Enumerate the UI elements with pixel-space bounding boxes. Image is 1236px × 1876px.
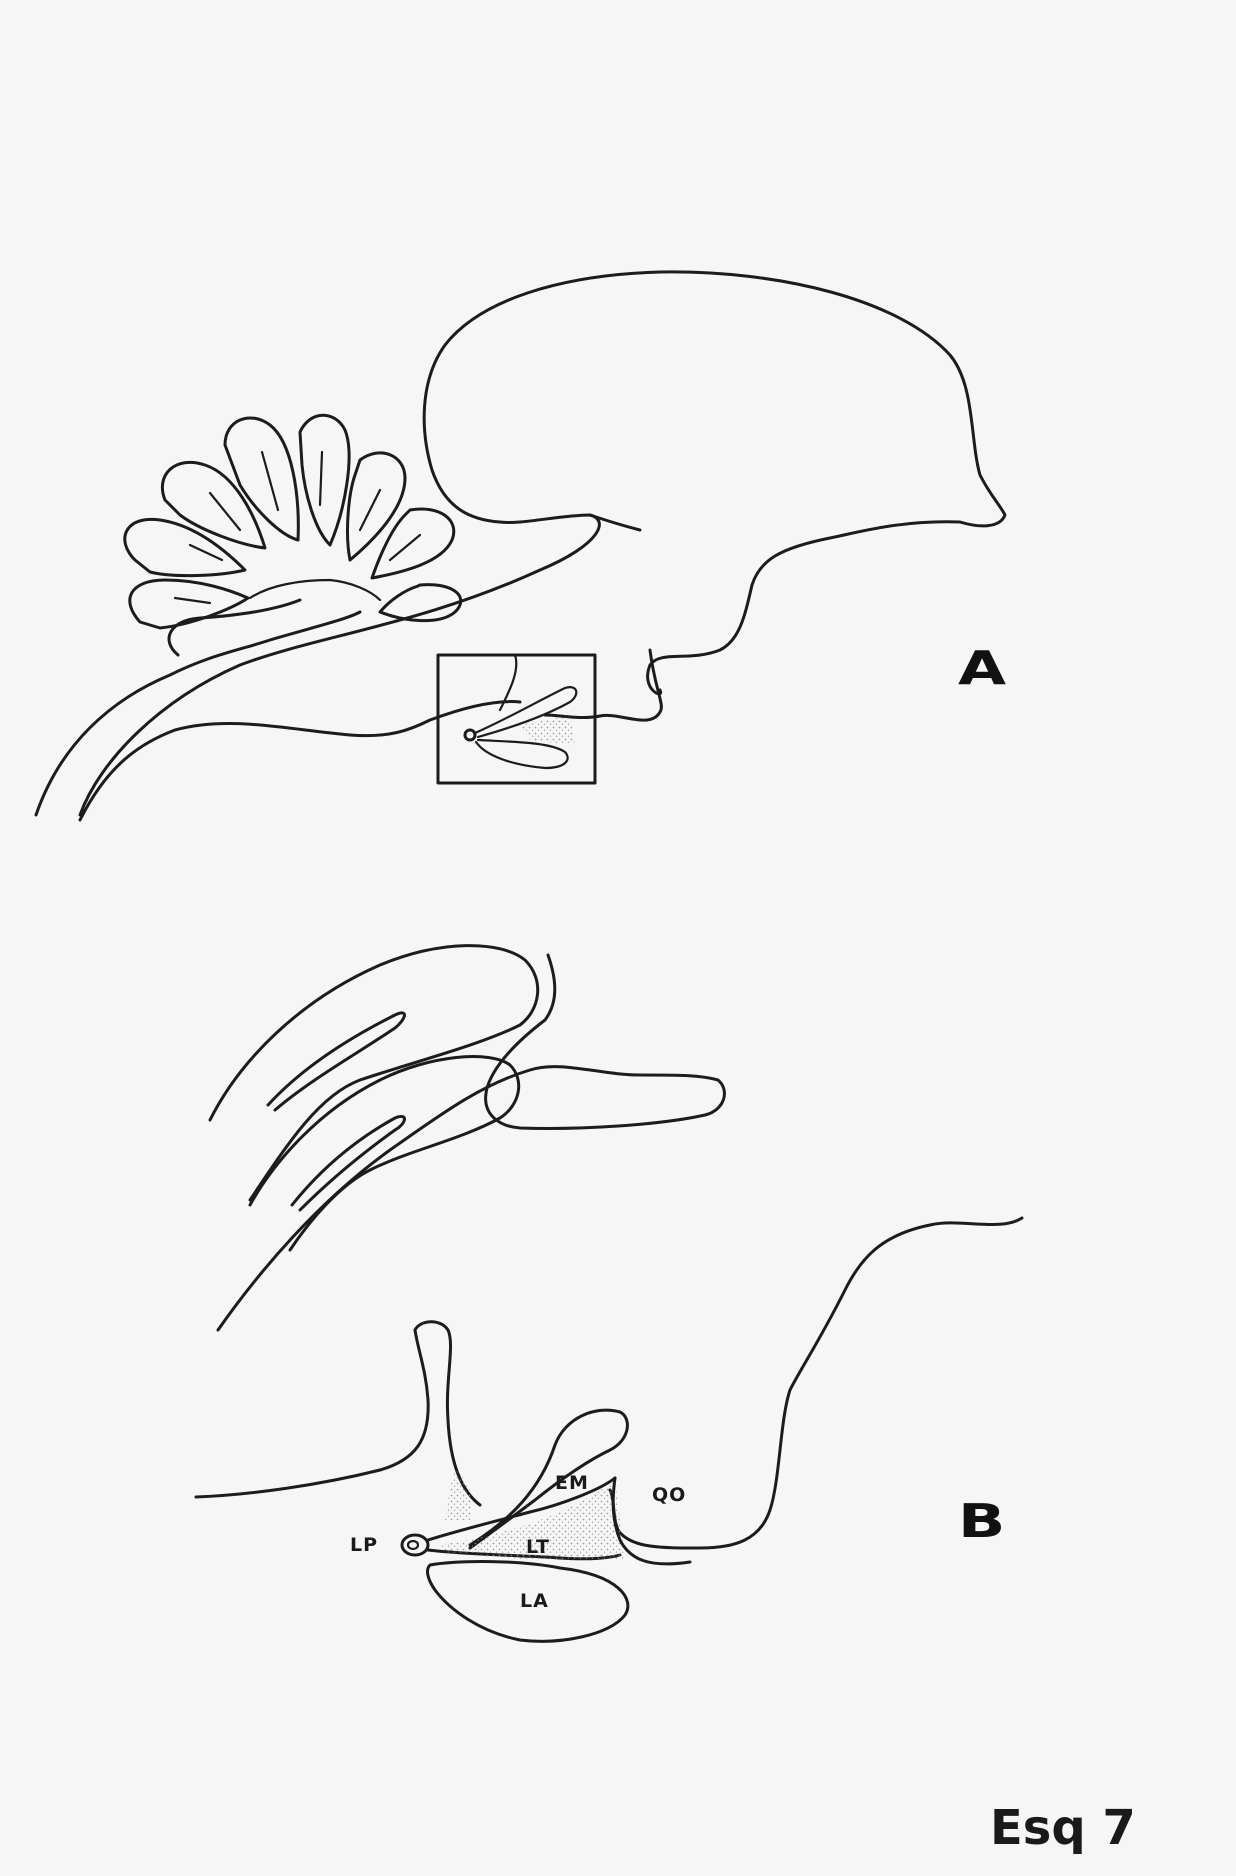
panel-b-spike: [415, 1322, 480, 1505]
panel-b-drawing: [196, 946, 1022, 1642]
panel-a-cerebellum: [125, 415, 461, 655]
panel-b-outer-contour: [218, 955, 724, 1330]
label-qo: QO: [652, 1486, 686, 1505]
panel-a-ventral-line: [80, 702, 520, 820]
label-la: LA: [520, 1592, 549, 1611]
panel-b-label: B: [958, 1498, 1005, 1544]
panel-a-label: A: [958, 645, 1006, 691]
panel-a-inset-detail: [465, 655, 576, 768]
panel-a-drawing: [36, 272, 1005, 820]
panel-b-floor-line: [196, 1330, 428, 1497]
figure-caption: Esq 7: [990, 1800, 1136, 1856]
label-lt: LT: [526, 1538, 550, 1557]
panel-b-upper-slit: [268, 1013, 404, 1110]
label-em: EM: [555, 1474, 589, 1493]
label-lp: LP: [350, 1536, 378, 1555]
